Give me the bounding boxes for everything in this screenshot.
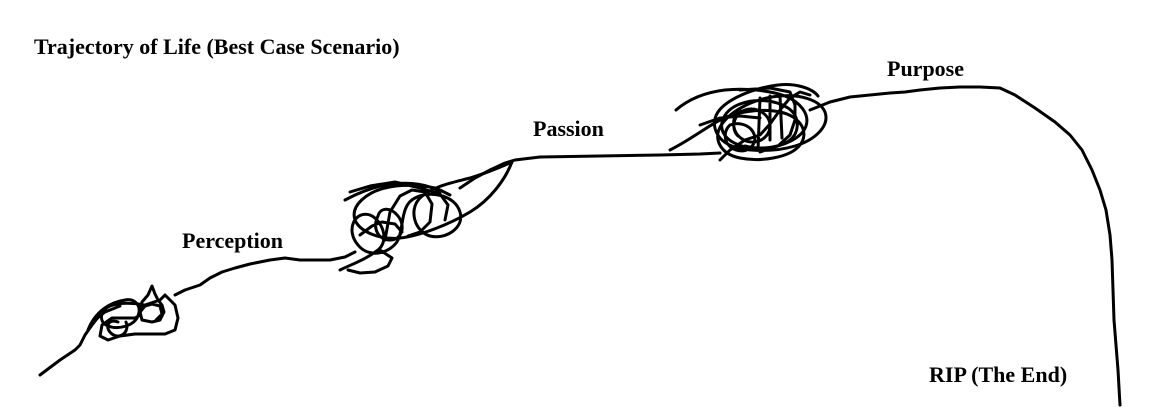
stage-label-passion: Passion (533, 116, 604, 141)
scribble-passion (668, 83, 828, 162)
scribble-start (86, 284, 180, 342)
ink-strokes (38, 83, 1122, 407)
stage-label-perception: Perception (182, 228, 284, 253)
scribble-perception (338, 160, 514, 275)
trajectory-line (38, 85, 1122, 407)
stage-label-purpose: Purpose (887, 56, 964, 81)
stage-label-end: RIP (The End) (929, 362, 1068, 387)
diagram-title: Trajectory of Life (Best Case Scenario) (34, 34, 400, 59)
